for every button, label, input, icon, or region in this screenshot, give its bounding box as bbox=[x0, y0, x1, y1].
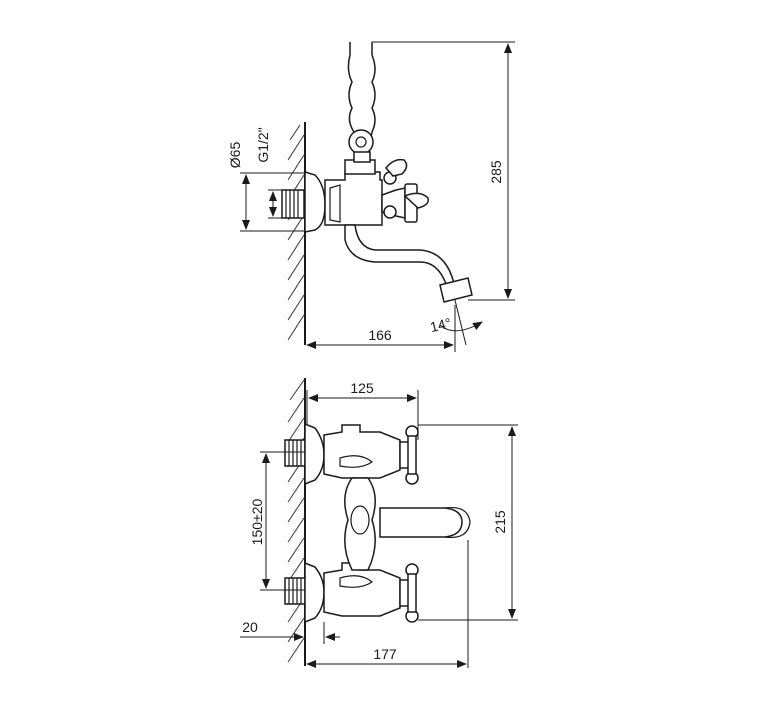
dim-215-label: 215 bbox=[492, 510, 508, 534]
dim-285-label: 285 bbox=[488, 160, 504, 184]
shower-holder bbox=[347, 42, 376, 163]
dim-177: 177 bbox=[306, 540, 469, 668]
side-view: 285 166 14° Ø65 G1/2" bbox=[227, 41, 515, 352]
dim-177-label: 177 bbox=[373, 646, 397, 662]
dim-150: 150±20 bbox=[249, 451, 305, 591]
lower-handle bbox=[323, 562, 419, 623]
mixer-body-side bbox=[324, 158, 430, 226]
dim-angle: 14° bbox=[428, 299, 483, 346]
dim-thread-label: G1/2" bbox=[255, 127, 271, 162]
dim-166: 166 bbox=[306, 305, 456, 352]
central-body bbox=[344, 477, 376, 571]
dim-20: 20 bbox=[240, 619, 340, 644]
dim-diameter-label: Ø65 bbox=[227, 142, 243, 169]
upper-connector bbox=[284, 422, 325, 486]
front-view: 125 215 150±20 20 177 bbox=[240, 378, 518, 668]
lower-connector bbox=[284, 561, 325, 624]
spout-front bbox=[379, 506, 471, 539]
dim-215: 215 bbox=[418, 424, 518, 621]
dim-angle-label: 14° bbox=[428, 315, 452, 336]
wall-hatch-front bbox=[287, 378, 306, 666]
wall-connector-top bbox=[281, 170, 326, 233]
dim-285: 285 bbox=[372, 41, 515, 301]
wall-hatch-top bbox=[287, 122, 306, 345]
upper-handle bbox=[323, 424, 419, 485]
dim-125-label: 125 bbox=[350, 380, 374, 396]
dim-20-label: 20 bbox=[242, 619, 258, 635]
spout-side bbox=[344, 224, 473, 303]
dim-150-label: 150±20 bbox=[249, 498, 265, 545]
dim-thread: G1/2" bbox=[255, 127, 282, 219]
dim-diameter: Ø65 bbox=[227, 142, 305, 232]
dim-125: 125 bbox=[306, 380, 419, 440]
dim-166-label: 166 bbox=[368, 327, 392, 343]
